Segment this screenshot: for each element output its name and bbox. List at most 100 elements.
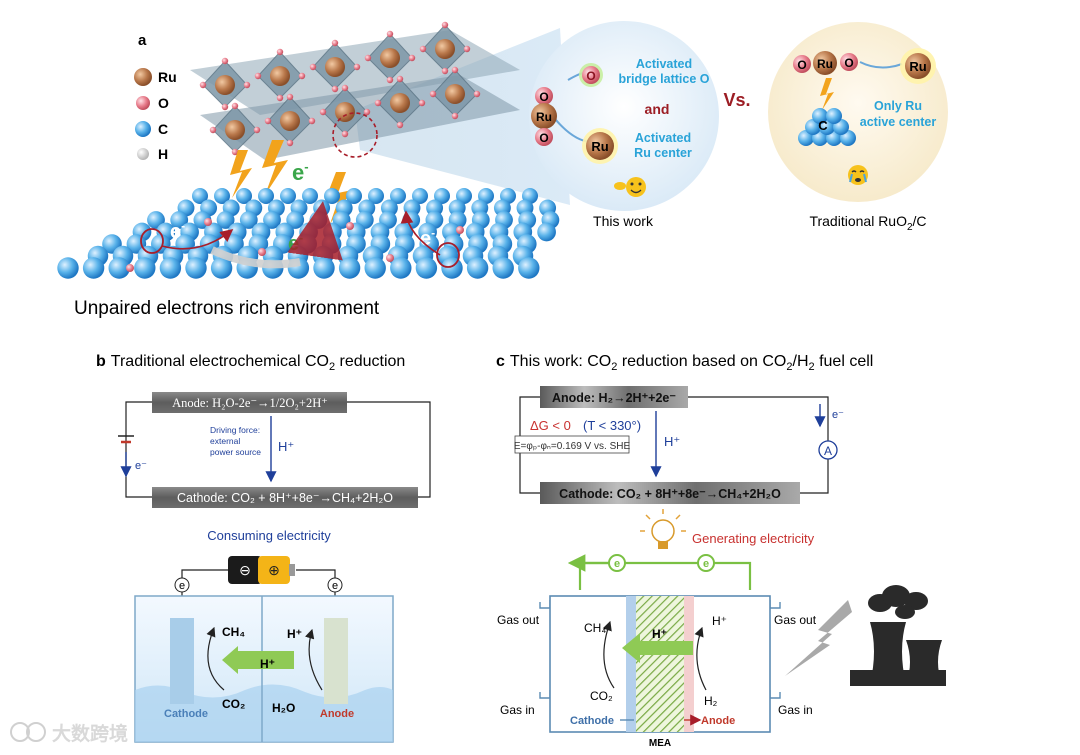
carbon-cluster bbox=[798, 108, 856, 146]
legend-c-label: C bbox=[158, 121, 168, 137]
trad-caption: Traditional RuO2/C bbox=[809, 213, 926, 233]
oxygen-dopant bbox=[204, 218, 212, 226]
oxygen-dopant bbox=[386, 254, 394, 262]
carbon-atom bbox=[239, 211, 258, 229]
cathode-equation-c: Cathode: CO₂ + 8H⁺+8e⁻→CH₄+2H₂O bbox=[559, 487, 781, 501]
oxygen-atom bbox=[408, 54, 416, 62]
ruthenium-atom bbox=[445, 84, 465, 104]
oxygen-atom bbox=[341, 84, 349, 92]
oxygen-atom bbox=[341, 130, 349, 138]
carbon-atom bbox=[390, 188, 406, 204]
oxygen-atom bbox=[199, 81, 207, 89]
electron-node-left-b: e bbox=[179, 580, 185, 592]
crying-emoji-icon bbox=[848, 165, 868, 185]
electron-label-top: e- bbox=[292, 159, 309, 185]
oxygen-atom bbox=[418, 99, 426, 107]
ch4-label-c: CH₄ bbox=[584, 621, 606, 635]
consuming-electricity-label: Consuming electricity bbox=[207, 528, 331, 543]
legend-o-swatch bbox=[136, 96, 150, 110]
oxygen-atom bbox=[396, 121, 404, 129]
active-site-highlight bbox=[332, 112, 378, 158]
ruthenium-atom bbox=[390, 93, 410, 113]
carbon-atom bbox=[236, 188, 252, 204]
happy-emoji-icon bbox=[614, 177, 646, 197]
trad-o-left-atom: O bbox=[797, 58, 806, 72]
panel-a-label: a bbox=[138, 32, 147, 49]
legend-o-label: O bbox=[158, 95, 169, 111]
zoom-o-bottom-atom: O bbox=[539, 131, 548, 145]
trad-ru-active-atom: Ru bbox=[909, 59, 926, 74]
oxygen-atom bbox=[264, 117, 272, 125]
oxygen-atom bbox=[441, 21, 449, 29]
carbon-atom bbox=[466, 257, 489, 279]
oxygen-atom bbox=[386, 30, 394, 38]
anode-bar-c bbox=[540, 386, 688, 408]
carbon-atom bbox=[280, 188, 296, 204]
h-plus-membrane-c: H⁺ bbox=[652, 627, 667, 641]
carbon-atom bbox=[170, 211, 189, 229]
fuel-cell bbox=[539, 595, 781, 733]
zoom-text-activated-ru-2: Ru center bbox=[634, 146, 692, 160]
versus-label: Vs. bbox=[723, 90, 750, 110]
oxygen-atom bbox=[276, 94, 284, 102]
electron-node-right-b: e bbox=[332, 580, 338, 592]
cathode-bar-c bbox=[540, 482, 800, 504]
oxygen-atom bbox=[463, 45, 471, 53]
oxygen-atom bbox=[451, 66, 459, 74]
e-minus-b: e⁻ bbox=[135, 460, 147, 472]
zoom-text-activated-ru-1: Activated bbox=[635, 131, 691, 145]
oxygen-atom bbox=[353, 63, 361, 71]
generating-electricity-label: Generating electricity bbox=[692, 531, 815, 546]
lightning-icon bbox=[785, 600, 852, 676]
carbon-atom bbox=[57, 257, 79, 279]
carbon-atom bbox=[82, 257, 105, 279]
ruthenium-atom bbox=[280, 111, 300, 131]
oxygen-atom bbox=[441, 67, 449, 75]
oxygen-atom bbox=[231, 148, 239, 156]
driving-force-3: power source bbox=[210, 447, 261, 457]
oxygen-atom bbox=[386, 76, 394, 84]
light-bulb-icon bbox=[640, 509, 686, 549]
electron-node-right-c: e bbox=[703, 558, 709, 570]
anode-label-c: Anode bbox=[701, 715, 735, 727]
driving-force-2: external bbox=[210, 436, 240, 446]
oxygen-atom bbox=[221, 57, 229, 65]
ruo2-layer bbox=[190, 21, 520, 160]
oxygen-atom bbox=[298, 72, 306, 80]
oxygen-dopant bbox=[258, 248, 266, 256]
trad-text-only-1: Only Ru bbox=[874, 99, 922, 113]
legend-h-swatch bbox=[137, 148, 149, 160]
h-plus-c: H⁺ bbox=[664, 434, 680, 449]
ruthenium-atom bbox=[435, 39, 455, 59]
co2-label-b: CO₂ bbox=[222, 697, 245, 711]
cathode-equation-b: Cathode: CO₂ + 8H⁺+8e⁻→CH₄+2H₂O bbox=[177, 491, 393, 505]
electron-markers: e- e- e- e- bbox=[140, 159, 460, 269]
oxygen-atom bbox=[254, 72, 262, 80]
carbon-atom bbox=[415, 257, 438, 279]
e-minus-c: e⁻ bbox=[832, 409, 844, 421]
legend-ru-swatch bbox=[134, 68, 152, 86]
ammeter-icon bbox=[818, 440, 838, 460]
oxygen-atom bbox=[309, 63, 317, 71]
cathode-bar-b bbox=[152, 487, 418, 508]
zoom-ru-active-atom: Ru bbox=[591, 139, 608, 154]
carbon-atom bbox=[185, 257, 207, 279]
anode-electrode-b bbox=[324, 618, 348, 704]
ch4-label-b: CH₄ bbox=[222, 625, 245, 639]
oxygen-atom bbox=[308, 117, 316, 125]
ruthenium-atom bbox=[380, 48, 400, 68]
cathode-electrode-b bbox=[170, 618, 194, 704]
oxygen-atom bbox=[253, 126, 261, 134]
co2-label-c: CO₂ bbox=[590, 689, 613, 703]
zoom-text-activated-o-1: Activated bbox=[636, 57, 692, 71]
h2-label-c: H₂ bbox=[704, 694, 718, 708]
anode-equation-c: Anode: H₂→2H⁺+2e⁻ bbox=[552, 391, 676, 405]
driving-force-1: Driving force: bbox=[210, 425, 260, 435]
oxygen-atom bbox=[276, 48, 284, 56]
oxygen-atom bbox=[286, 93, 294, 101]
